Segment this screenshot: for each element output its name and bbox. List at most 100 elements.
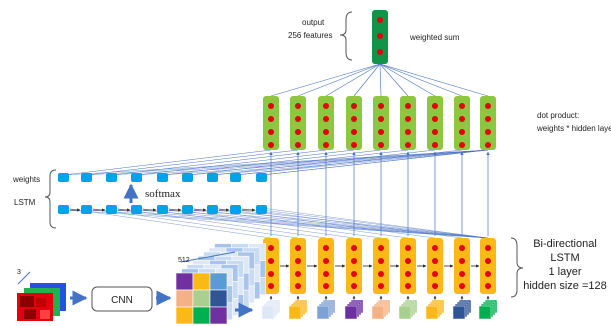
- dot-product-dot: [351, 103, 357, 109]
- dot-product-cell: [373, 96, 389, 150]
- input-pixel: [40, 310, 50, 319]
- bilstm-dot: [351, 245, 357, 251]
- bilstm-dot: [351, 283, 357, 289]
- weight-link-line: [63, 149, 272, 176]
- lstm-link-line: [86, 209, 489, 239]
- dot-product-dot: [323, 103, 329, 109]
- output-label: output: [302, 18, 325, 27]
- feature-map-cell: [209, 272, 228, 291]
- dot-product-dot: [378, 142, 384, 148]
- bilstm-cell: [480, 238, 496, 294]
- bilstm-dot: [432, 283, 438, 289]
- bilstm-dot: [378, 258, 384, 264]
- dot-product-dot: [485, 142, 491, 148]
- bilstm-cell: [346, 238, 362, 294]
- feature-depth-indicator: [180, 251, 236, 263]
- dot-product-dot: [459, 103, 465, 109]
- dot-product-dot: [432, 129, 438, 135]
- weight-cell: [131, 173, 142, 182]
- feature-map-cell: [192, 289, 211, 308]
- feature-slice: [371, 305, 385, 320]
- bilstm-dot: [295, 271, 301, 277]
- dot-product-dot: [459, 129, 465, 135]
- dot-product-dot: [432, 142, 438, 148]
- feature-slice: [288, 305, 302, 320]
- weight-link-line: [86, 149, 489, 176]
- feature-slice: [261, 305, 275, 320]
- feature-map-cell: [175, 306, 194, 325]
- dot-product-dot: [485, 129, 491, 135]
- bilstm-dot: [378, 245, 384, 251]
- output-link-line: [325, 63, 381, 97]
- weighted-sum-label: weighted sum: [409, 33, 460, 42]
- bilstm-dot: [459, 271, 465, 277]
- bilstm-dot: [351, 258, 357, 264]
- bilstm-dot: [432, 245, 438, 251]
- bilstm-label-2: LSTM: [550, 252, 579, 264]
- feature-slice: [478, 305, 492, 320]
- lstm-cell: [58, 205, 69, 214]
- weight-cell: [207, 173, 218, 182]
- output-dot: [377, 17, 383, 23]
- bilstm-row: [263, 238, 496, 304]
- output-vector: [372, 10, 388, 64]
- lstm-link-line: [212, 209, 489, 239]
- lstm-link-line: [63, 209, 489, 239]
- connection-lines: [63, 63, 490, 239]
- feature-map-cell: [175, 289, 194, 308]
- bilstm-dot: [405, 245, 411, 251]
- bilstm-dot: [268, 283, 274, 289]
- dot-product-dot: [378, 103, 384, 109]
- input-pixel: [20, 296, 34, 307]
- dot-product-dot: [485, 116, 491, 122]
- lstm-cell: [106, 205, 117, 214]
- feature-cubes-row: [261, 299, 498, 320]
- weight-cell: [81, 173, 92, 182]
- dot-product-dot: [295, 142, 301, 148]
- output-link-line: [270, 63, 381, 97]
- bilstm-dot: [405, 258, 411, 264]
- weight-cell: [157, 173, 168, 182]
- input-pixel: [36, 298, 46, 307]
- dot-product-dot: [351, 129, 357, 135]
- lstm-link-line: [63, 207, 272, 239]
- bilstm-cell: [290, 238, 306, 294]
- bilstm-dot: [378, 271, 384, 277]
- lstm-link-line: [136, 209, 489, 239]
- lstm-link-line: [187, 209, 489, 239]
- dot-product-dot: [268, 103, 274, 109]
- feature-slice: [425, 305, 439, 320]
- weights-label: weights: [12, 175, 40, 184]
- bilstm-cell: [400, 238, 416, 294]
- lstm-link-line: [111, 209, 489, 239]
- bilstm-dot: [323, 258, 329, 264]
- lstm-row: [58, 205, 267, 214]
- feature-map-cell: [192, 272, 211, 291]
- lstm-link-line: [235, 207, 463, 239]
- dot-product-dot: [351, 116, 357, 122]
- feature-slice: [316, 305, 330, 320]
- lstm-link-line: [235, 209, 489, 239]
- output-link-line: [353, 63, 381, 97]
- weight-cell: [58, 173, 69, 182]
- dot-product-dot: [268, 116, 274, 122]
- input-channels-label: 3: [17, 269, 21, 276]
- weight-link-line: [162, 149, 382, 176]
- dot-product-label: dot product:: [537, 111, 579, 120]
- lstm-cell: [256, 205, 267, 214]
- output-link-line: [379, 63, 463, 97]
- bilstm-cell: [318, 238, 334, 294]
- bilstm-dot: [459, 258, 465, 264]
- weight-link-line: [235, 149, 489, 176]
- bilstm-label-1: Bi-directional: [533, 238, 597, 250]
- output-link-line: [379, 63, 436, 97]
- feature-map-layer: [175, 272, 228, 325]
- bilstm-cell: [373, 238, 389, 294]
- lstm-cell: [230, 205, 241, 214]
- dot-product-formula-label: weights * hidden layer: [536, 124, 611, 133]
- dot-product-dot: [268, 142, 274, 148]
- dot-product-dot: [295, 129, 301, 135]
- dot-product-cell: [454, 96, 470, 150]
- bilstm-dot: [378, 283, 384, 289]
